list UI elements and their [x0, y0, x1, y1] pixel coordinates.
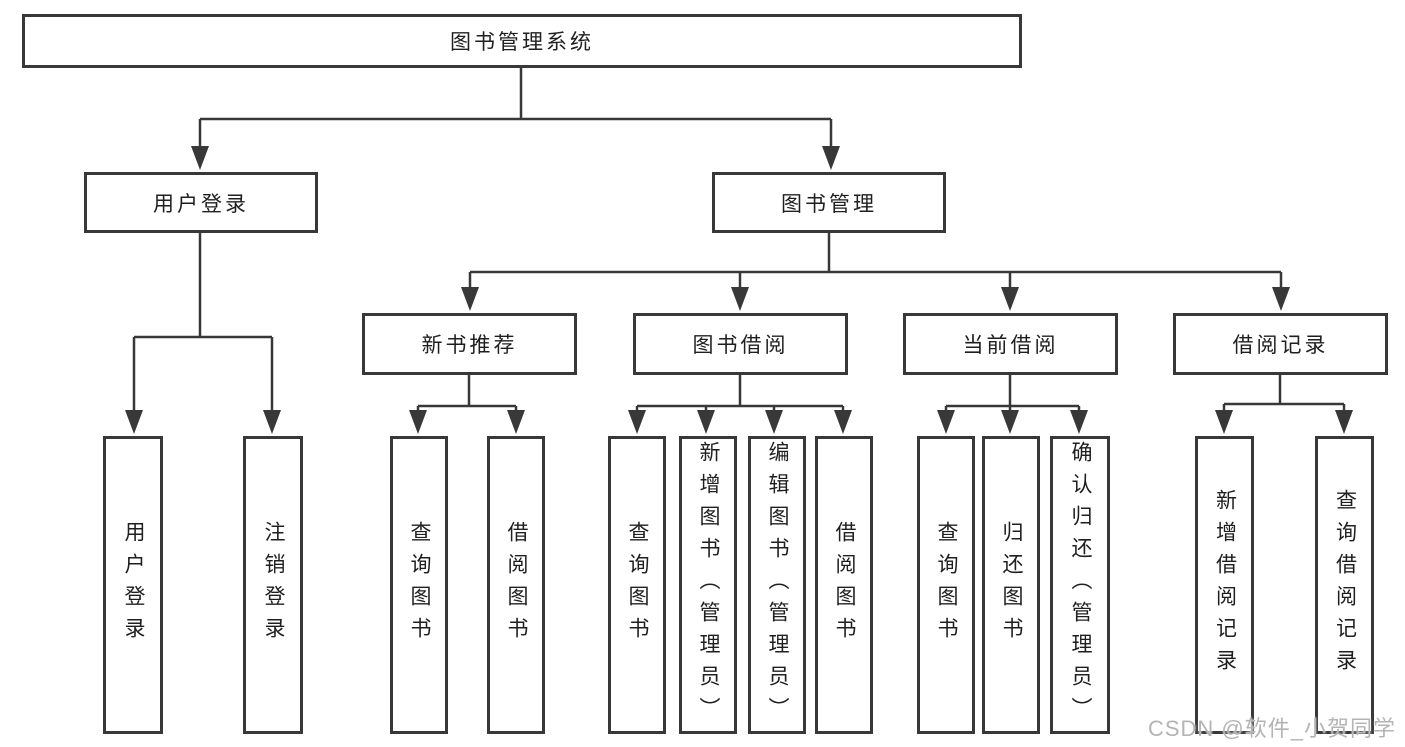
node-book-borrow: 图书借阅 [633, 313, 848, 375]
leaf-return-books: 归还图书 [982, 436, 1040, 734]
node-current-borrow: 当前借阅 [903, 313, 1118, 375]
leaf-confirm-return-admin: 确认归还（管理员） [1050, 436, 1110, 734]
leaf-borrow-books: 借阅图书 [815, 436, 873, 734]
node-borrow-record: 借阅记录 [1173, 313, 1388, 375]
leaf-query-books-current: 查询图书 [917, 436, 975, 734]
leaf-borrow-books-recommend: 借阅图书 [487, 436, 545, 734]
arrowheads [125, 146, 1353, 434]
node-new-book-recommend: 新书推荐 [362, 313, 577, 375]
leaf-query-books-borrow: 查询图书 [608, 436, 666, 734]
node-book-management: 图书管理 [712, 172, 946, 233]
leaf-user-login: 用户登录 [103, 436, 163, 734]
leaf-add-borrow-record: 新增借阅记录 [1195, 436, 1254, 734]
node-user-login: 用户登录 [84, 172, 318, 233]
node-root: 图书管理系统 [22, 14, 1022, 68]
leaf-query-books-recommend: 查询图书 [390, 436, 448, 734]
watermark: CSDN @软件_小贺同学 [1147, 716, 1396, 741]
leaf-edit-book-admin: 编辑图书（管理员） [748, 436, 806, 734]
leaf-logout: 注销登录 [243, 436, 303, 734]
leaf-query-borrow-record: 查询借阅记录 [1315, 436, 1374, 734]
leaf-add-book-admin: 新增图书（管理员） [679, 436, 737, 734]
